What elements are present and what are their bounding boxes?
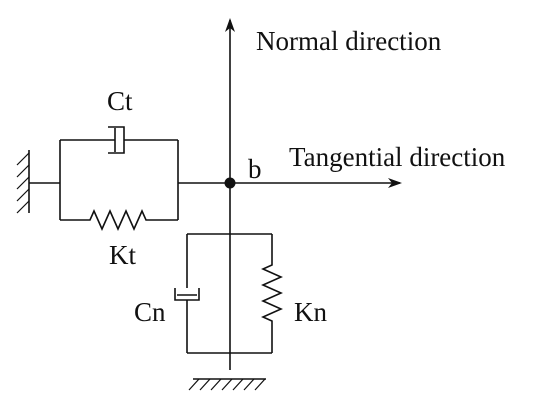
tangential-spring-damper: [29, 126, 230, 231]
node-b-label: b: [248, 154, 262, 184]
bottom-ground: [188, 378, 266, 391]
normal-direction-label: Normal direction: [256, 26, 442, 56]
left-wall-ground: [16, 150, 30, 214]
kt-label: Kt: [109, 240, 136, 270]
tangential-direction-label: Tangential direction: [289, 142, 506, 172]
normal-spring-damper: [174, 233, 283, 354]
kt-spring: [60, 209, 178, 231]
ct-label: Ct: [107, 86, 133, 116]
kn-spring: [261, 234, 283, 353]
cn-label: Cn: [134, 297, 166, 327]
kn-label: Kn: [294, 297, 327, 327]
cn-damper-cylinder: [174, 288, 200, 301]
